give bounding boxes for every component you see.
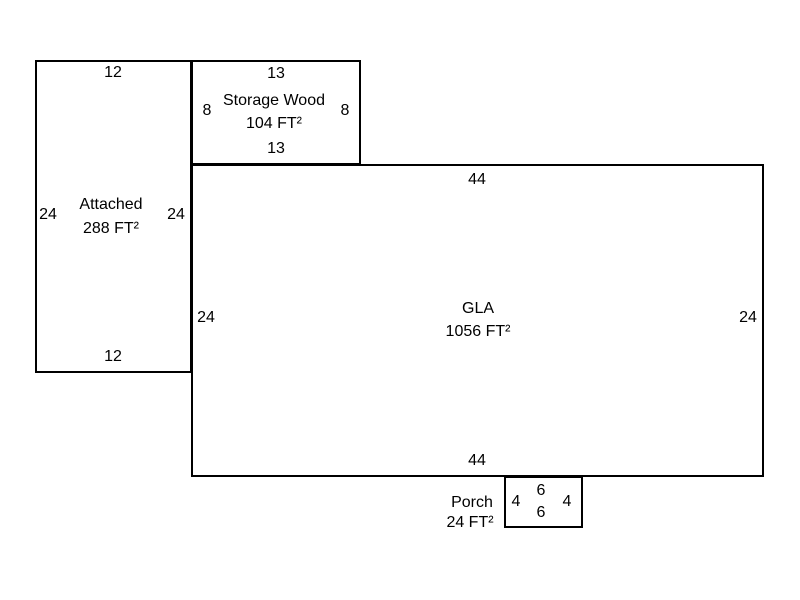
gla-name-label: GLA bbox=[461, 300, 495, 317]
attached-name-label: Attached bbox=[79, 196, 143, 213]
storage-wood-dim-top: 13 bbox=[267, 65, 285, 82]
porch-area-outline bbox=[504, 476, 583, 528]
porch-area-label: 24 FT² bbox=[446, 514, 494, 531]
storage-wood-dim-bottom: 13 bbox=[267, 140, 285, 157]
attached-dim-bottom: 12 bbox=[104, 348, 122, 365]
porch-dim-left: 4 bbox=[511, 493, 521, 510]
storage-wood-area-label: 104 FT² bbox=[245, 115, 303, 132]
gla-dim-bottom: 44 bbox=[468, 452, 486, 469]
storage-wood-name-label: Storage Wood bbox=[223, 92, 325, 109]
porch-name-label: Porch bbox=[451, 494, 493, 511]
storage-wood-dim-left: 8 bbox=[202, 102, 212, 119]
gla-dim-top: 44 bbox=[468, 171, 486, 188]
gla-area-outline bbox=[191, 164, 764, 477]
attached-dim-left: 24 bbox=[39, 206, 57, 223]
storage-wood-dim-right: 8 bbox=[340, 102, 350, 119]
attached-dim-right: 24 bbox=[167, 206, 185, 223]
porch-dim-bottom: 6 bbox=[536, 504, 546, 521]
porch-dim-right: 4 bbox=[562, 493, 572, 510]
attached-dim-top: 12 bbox=[104, 64, 122, 81]
porch-dim-top: 6 bbox=[536, 482, 546, 499]
gla-dim-left: 24 bbox=[197, 309, 215, 326]
attached-area-label: 288 FT² bbox=[82, 220, 140, 237]
gla-dim-right: 24 bbox=[739, 309, 757, 326]
gla-area-label: 1056 FT² bbox=[445, 323, 511, 340]
